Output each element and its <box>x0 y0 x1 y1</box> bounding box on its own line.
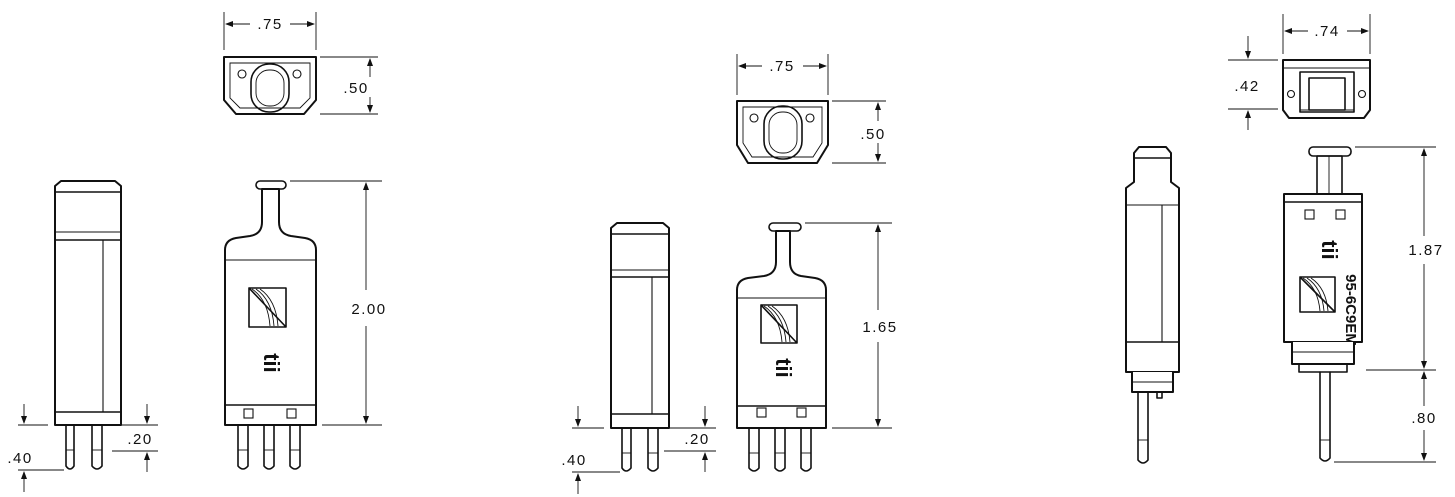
unit-2-pin-inset-label: .20 <box>684 431 709 448</box>
unit-3-side-view <box>1125 146 1180 464</box>
unit-3-top-width-label: .74 <box>1314 23 1339 40</box>
unit-2-top-view <box>736 100 829 164</box>
unit-3-logo-mark <box>1299 276 1336 313</box>
unit-1-pin-length-label: .40 <box>7 450 32 467</box>
unit-1-brand-label: tii <box>259 353 284 373</box>
unit-3-top-depth-dimension: .42 <box>1228 36 1278 130</box>
unit-1-top-width-label: .75 <box>257 16 282 33</box>
unit-3-body-height-label: 1.87 <box>1408 242 1443 259</box>
unit-3-top-view <box>1282 59 1371 119</box>
unit-2-body-height-label: 1.65 <box>862 319 897 336</box>
unit-3-body-height-dimension: 1.87 <box>1355 146 1443 371</box>
unit-2-brand-label: tii <box>771 358 796 378</box>
unit-2-logo-mark <box>760 304 798 344</box>
unit-1-logo-mark <box>248 287 287 328</box>
unit-1-top-width-dimension: .75 <box>223 12 317 50</box>
unit-2-side-view <box>610 222 670 472</box>
unit-2-pin-inset-dimension: .20 <box>664 406 716 472</box>
unit-1-body-height-dimension: 2.00 <box>290 180 386 426</box>
unit-3: .74 .42 <box>1125 14 1443 464</box>
unit-3-top-depth-label: .42 <box>1234 78 1259 95</box>
unit-1-top-depth-label: .50 <box>343 80 368 97</box>
unit-2-top-width-dimension: .75 <box>736 54 829 95</box>
unit-1-side-view <box>54 180 122 470</box>
unit-2-top-width-label: .75 <box>769 58 794 75</box>
unit-3-pin-length-label: .80 <box>1411 410 1436 427</box>
unit-3-brand-label: tii <box>1317 240 1342 260</box>
unit-1-pin-inset-dimension: .20 <box>112 404 158 472</box>
unit-2-body-height-dimension: 1.65 <box>805 222 897 429</box>
unit-1-front-view: tii <box>224 180 317 470</box>
unit-1-pin-inset-label: .20 <box>127 431 152 448</box>
unit-3-pin-length-dimension: .80 <box>1334 371 1436 463</box>
unit-2-top-depth-dimension: .50 <box>832 100 886 164</box>
unit-3-top-width-dimension: .74 <box>1282 14 1371 54</box>
unit-1: .75 .50 . <box>7 12 386 492</box>
unit-2-pin-length-label: .40 <box>561 452 586 469</box>
unit-1-top-depth-dimension: .50 <box>320 56 378 115</box>
unit-2-front-view: tii <box>736 222 827 472</box>
unit-1-body-height-label: 2.00 <box>351 301 386 318</box>
unit-1-top-view <box>223 56 317 115</box>
unit-2-pin-length-dimension: .40 <box>561 406 620 494</box>
unit-2-top-depth-label: .50 <box>860 126 885 143</box>
unit-3-model-number: 95-6C9EM <box>1342 274 1359 346</box>
unit-3-front-view: tii 95-6C9EM <box>1283 146 1363 462</box>
unit-2: .75 .50 .40 <box>561 54 897 494</box>
unit-1-pin-length-dimension: .40 <box>7 404 64 492</box>
